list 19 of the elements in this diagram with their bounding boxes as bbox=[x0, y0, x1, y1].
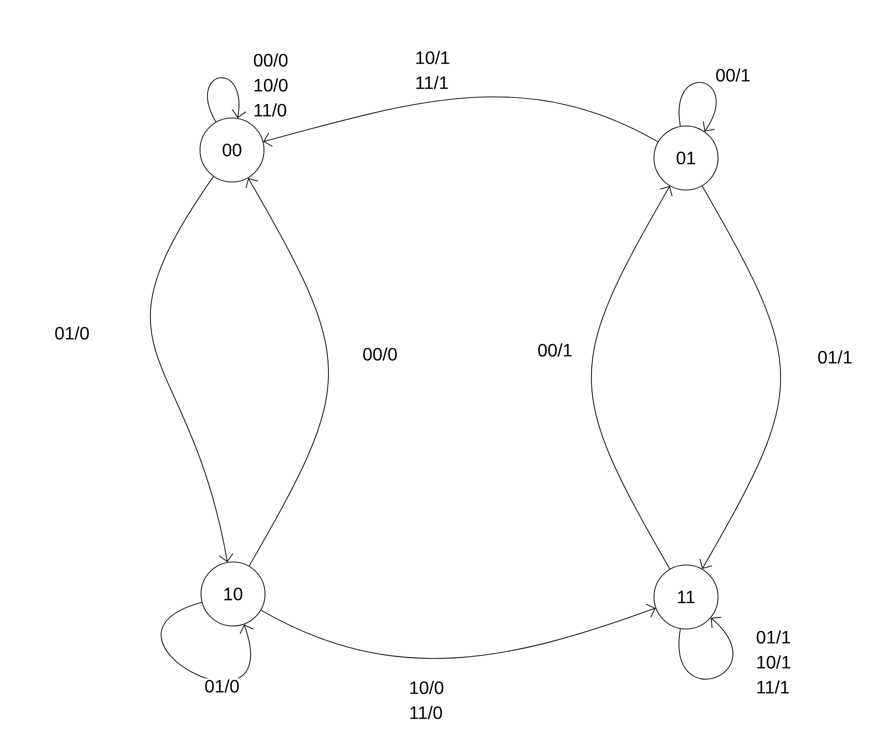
edge-label: 01/0 bbox=[204, 678, 241, 694]
arrow bbox=[150, 176, 234, 562]
arrow bbox=[263, 96, 658, 147]
edge-label: 01/1 bbox=[816, 349, 854, 365]
edge-label: 00/1 bbox=[714, 67, 752, 83]
edge-label: 00/1 bbox=[536, 342, 574, 358]
edge-label: 00/0 10/0 11/0 bbox=[252, 52, 298, 118]
edge-label: 00/0 bbox=[361, 346, 399, 362]
edge-label: 10/0 11/0 bbox=[408, 680, 454, 720]
edge-label: 10/1 11/1 bbox=[414, 50, 460, 90]
edge-label: 01/1 10/1 11/1 bbox=[755, 629, 801, 695]
arrow bbox=[678, 616, 734, 680]
arrow bbox=[700, 186, 782, 569]
arrow bbox=[590, 186, 672, 570]
edge-label: 01/0 bbox=[54, 325, 91, 341]
arrow bbox=[246, 178, 329, 566]
arrow bbox=[207, 78, 246, 122]
arrow bbox=[678, 82, 716, 132]
arrow bbox=[260, 604, 656, 659]
